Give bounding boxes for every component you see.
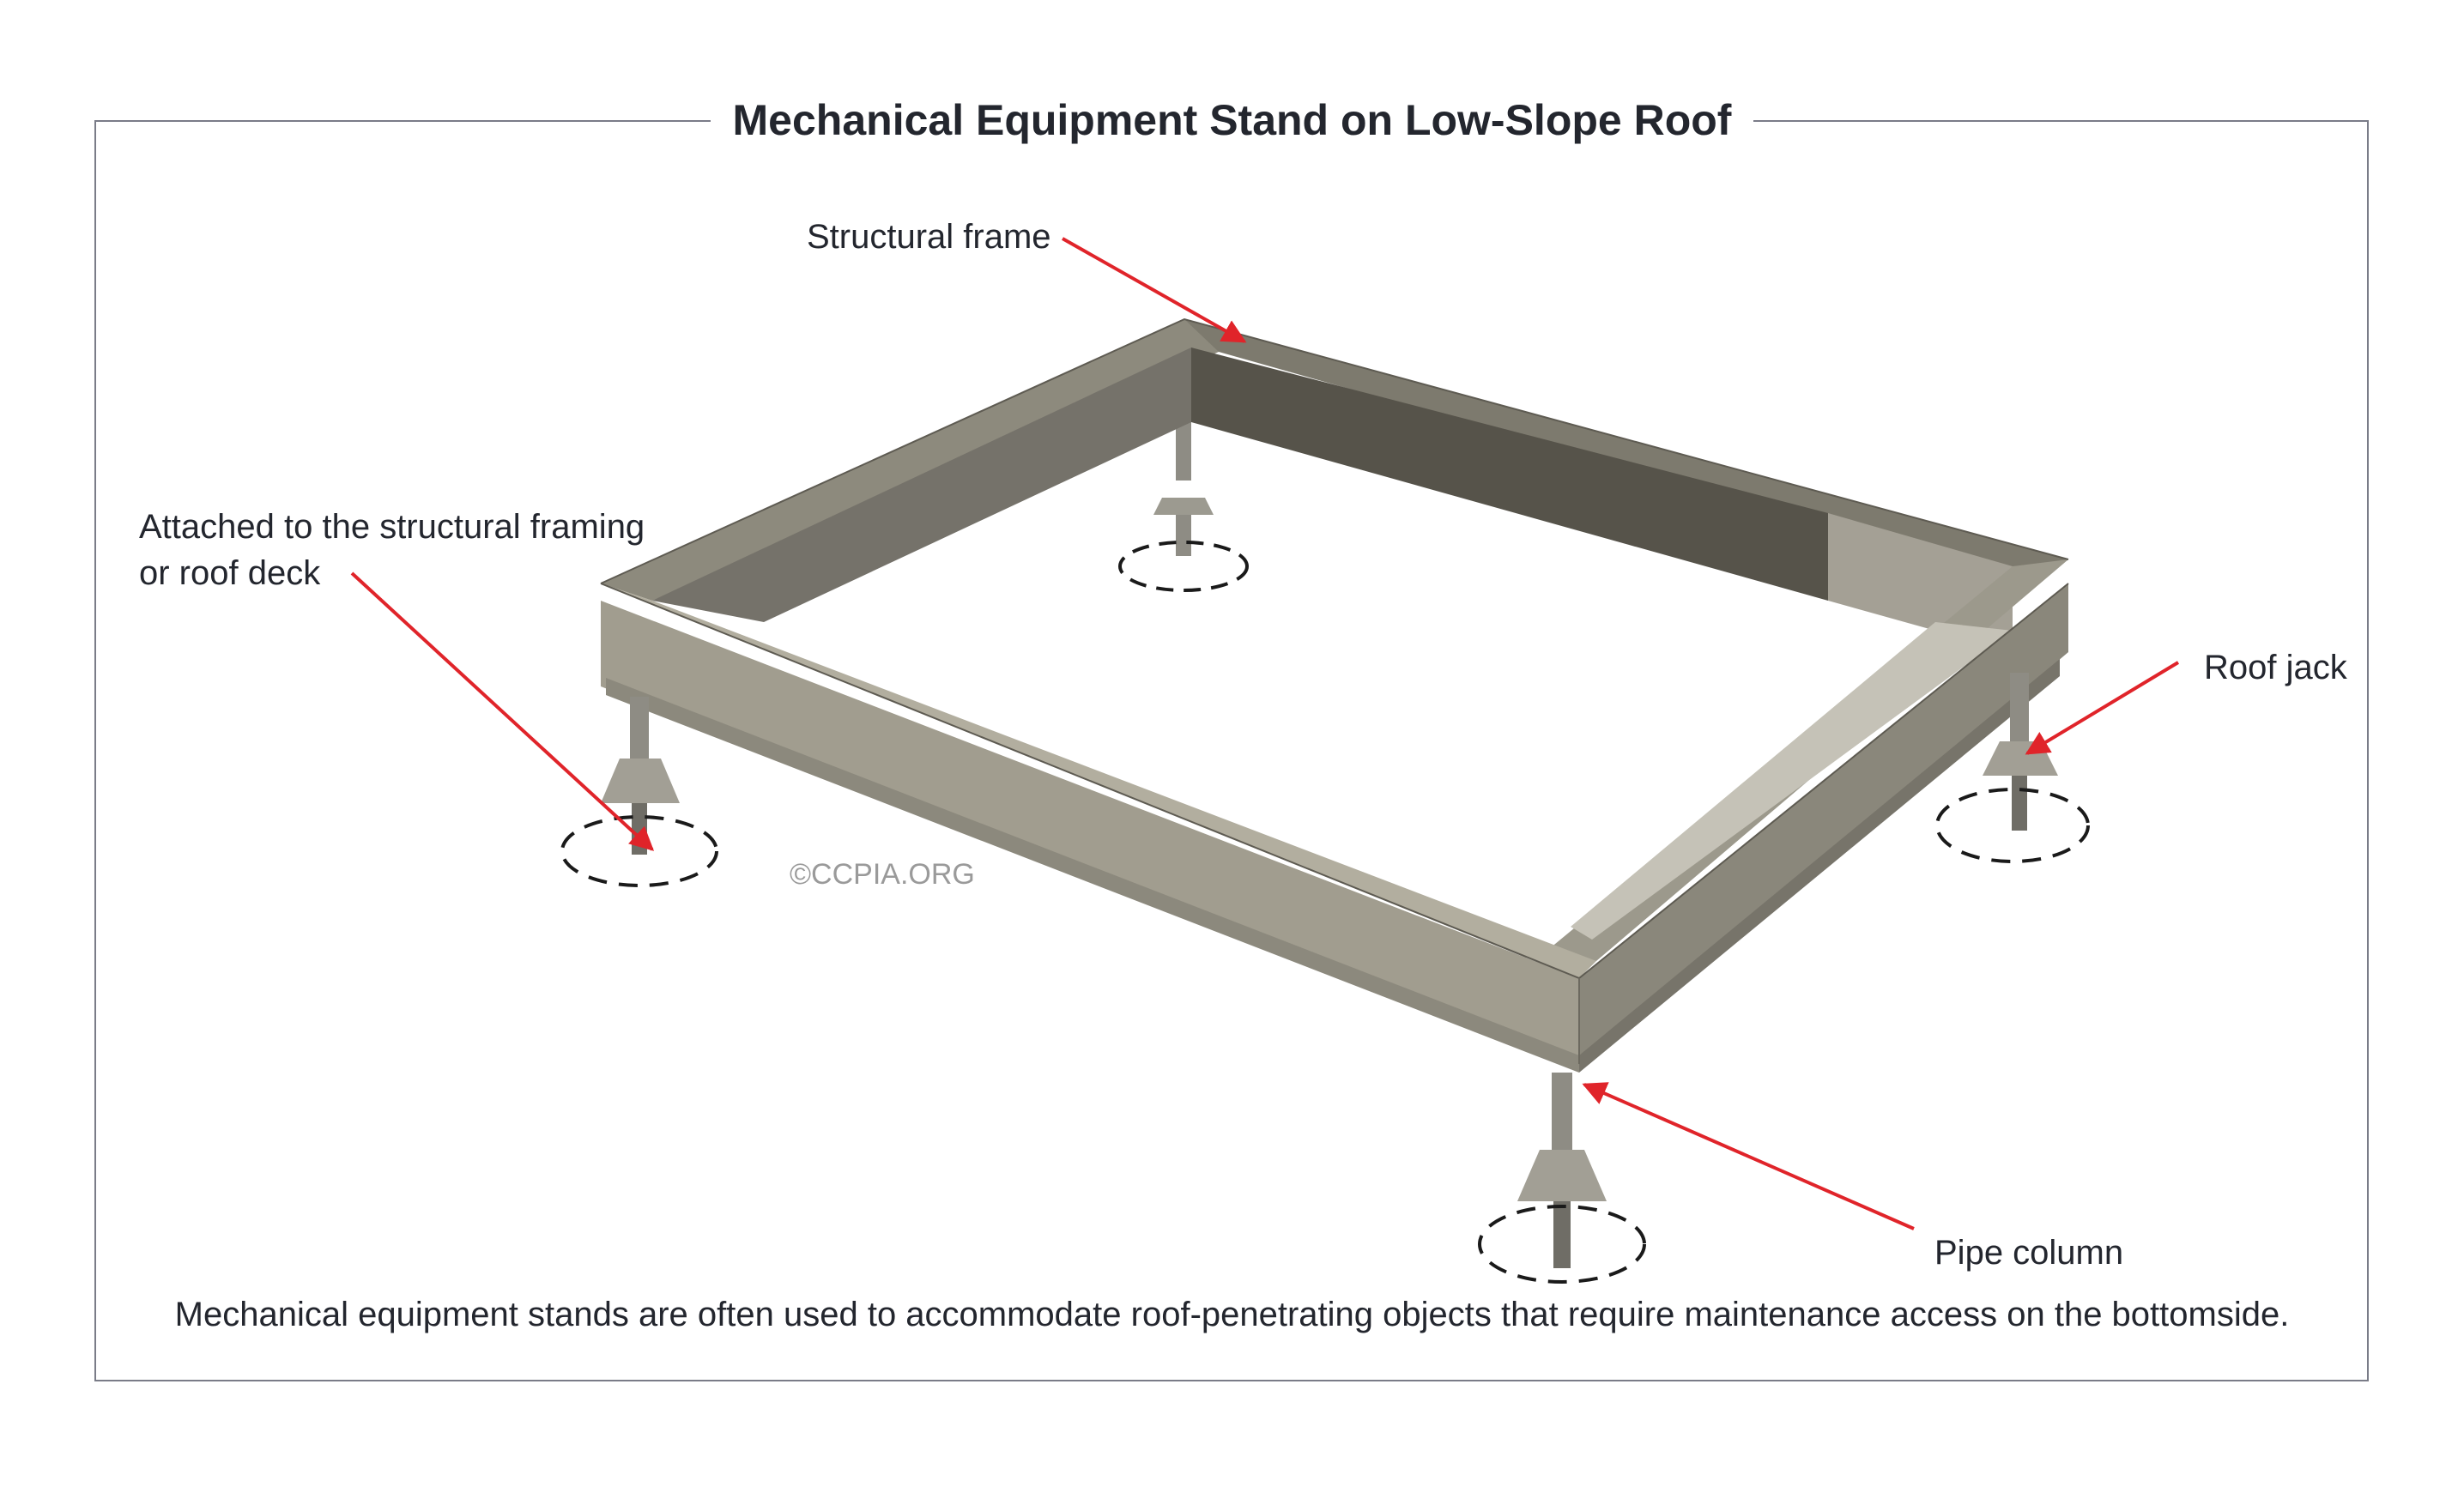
label-attached-line1: Attached to the structural framing	[139, 508, 645, 546]
watermark: ©CCPIA.ORG	[790, 858, 975, 891]
callout-arrows	[350, 237, 2180, 1230]
label-pipe-column: Pipe column	[1934, 1234, 2124, 1272]
title-text: Mechanical Equipment Stand on Low-Slope …	[710, 96, 1754, 144]
label-structural-frame: Structural frame	[807, 218, 1051, 256]
back-pipe-column	[1118, 412, 1249, 592]
structural-frame-body	[600, 317, 2069, 1073]
diagram-title: Mechanical Equipment Stand on Low-Slope …	[0, 93, 2464, 148]
front-pipe-column	[1478, 1073, 1646, 1284]
diagram-caption: Mechanical equipment stands are often us…	[174, 1296, 2290, 1333]
label-roof-jack: Roof jack	[2204, 649, 2347, 686]
label-attached-line2: or roof deck	[139, 554, 321, 592]
